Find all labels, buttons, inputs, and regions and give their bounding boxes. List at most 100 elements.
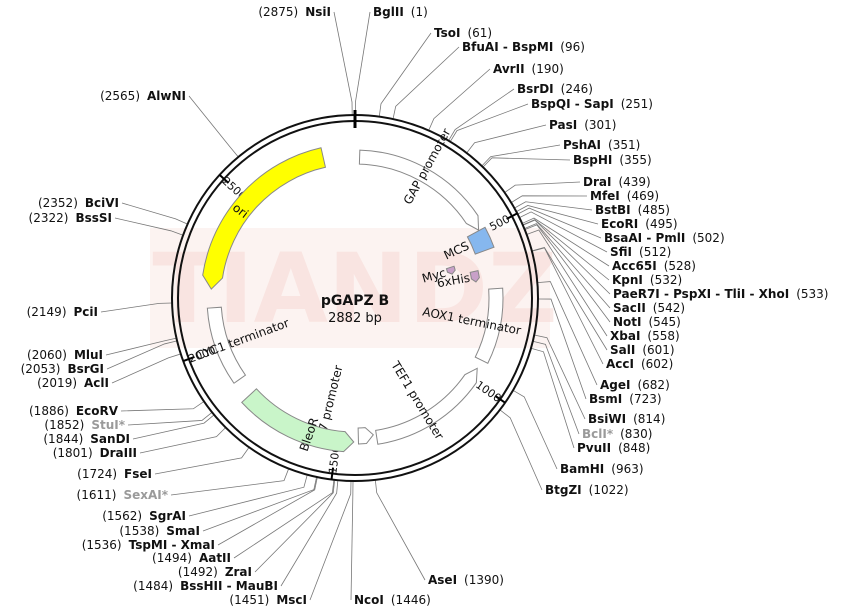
site-ncoi[interactable]: NcoI(1446) xyxy=(354,593,431,607)
site-name: SacII xyxy=(613,301,646,315)
site-mlui[interactable]: MluI(2060) xyxy=(27,348,103,362)
site-stui[interactable]: StuI*(1852) xyxy=(44,418,125,432)
site-zrai[interactable]: ZraI(1492) xyxy=(178,565,252,579)
site-bstbi[interactable]: BstBI(485) xyxy=(595,203,670,217)
site-sgrai[interactable]: SgrAI(1562) xyxy=(102,509,186,523)
site-pvuii[interactable]: PvuII(848) xyxy=(577,441,650,455)
site-bsrdi[interactable]: BsrDI(246) xyxy=(517,82,593,96)
site-tspmi-xmai[interactable]: TspMI - XmaI(1536) xyxy=(82,538,215,552)
site-position: (190) xyxy=(532,62,564,76)
site-name: PaeR7I - PspXI - TliI - XhoI xyxy=(613,287,789,301)
site-name: DraI xyxy=(583,175,611,189)
site-name: TspMI - XmaI xyxy=(129,538,215,552)
site-position: (61) xyxy=(467,26,492,40)
site-name: AccI xyxy=(606,357,634,371)
leader-line xyxy=(510,195,588,203)
site-sacii[interactable]: SacII(542) xyxy=(613,301,685,315)
site-position: (1538) xyxy=(119,524,159,538)
site-msci[interactable]: MscI(1451) xyxy=(229,593,307,607)
leader-line xyxy=(517,207,602,239)
leader-line xyxy=(233,479,335,559)
site-aatii[interactable]: AatII(1494) xyxy=(152,551,231,565)
site-pshai[interactable]: PshAI(351) xyxy=(563,138,640,152)
site-name: BspHI xyxy=(573,153,612,167)
site-bcli[interactable]: BclI*(830) xyxy=(582,427,652,441)
site-bsphi[interactable]: BspHI(355) xyxy=(573,153,652,167)
site-sali[interactable]: SalI(601) xyxy=(610,343,675,357)
feature-6xhis xyxy=(469,270,480,283)
tick-2500 xyxy=(218,174,230,184)
site-bsrgi[interactable]: BsrGI(2053) xyxy=(21,362,104,376)
site-avrii[interactable]: AvrII(190) xyxy=(493,62,564,76)
site-tsoi[interactable]: TsoI(61) xyxy=(434,26,492,40)
site-ecorv[interactable]: EcoRV(1886) xyxy=(29,404,119,418)
leader-line xyxy=(333,11,353,116)
site-noti[interactable]: NotI(545) xyxy=(613,315,681,329)
site-bfuai-bspmi[interactable]: BfuAI - BspMI(96) xyxy=(462,40,585,54)
leader-line xyxy=(350,480,354,601)
site-sandi[interactable]: SanDI(1844) xyxy=(43,432,130,446)
leader-line xyxy=(521,217,610,267)
site-bamhi[interactable]: BamHI(963) xyxy=(560,462,644,476)
feature-label-myc: Myc xyxy=(420,266,447,286)
site-bglii[interactable]: BglII(1) xyxy=(373,5,428,19)
site-name: StuI* xyxy=(91,418,125,432)
leader-line xyxy=(537,298,587,400)
leader-line xyxy=(522,219,611,295)
leader-line xyxy=(120,401,205,412)
site-pcii[interactable]: PciI(2149) xyxy=(27,305,98,319)
site-drai[interactable]: DraI(439) xyxy=(583,175,651,189)
leader-line xyxy=(524,224,611,323)
site-position: (301) xyxy=(584,118,616,132)
site-paer7i-pspxi-tlii-xhoi[interactable]: PaeR7I - PspXI - TliI - XhoI(533) xyxy=(613,287,828,301)
site-name: SgrAI xyxy=(149,509,186,523)
leader-line xyxy=(105,337,177,356)
site-acli[interactable]: AclI(2019) xyxy=(37,376,109,390)
leader-line xyxy=(514,201,593,211)
site-btgzi[interactable]: BtgZI(1022) xyxy=(545,483,629,497)
site-xbai[interactable]: XbaI(558) xyxy=(610,329,680,343)
site-bspqi-sapi[interactable]: BspQI - SapI(251) xyxy=(531,97,653,111)
site-asei[interactable]: AseI(1390) xyxy=(428,573,504,587)
site-fsei[interactable]: FseI(1724) xyxy=(77,467,152,481)
site-acci[interactable]: AccI(602) xyxy=(606,357,673,371)
site-bsmi[interactable]: BsmI(723) xyxy=(589,392,662,406)
leader-line xyxy=(524,223,611,309)
site-position: (1886) xyxy=(29,404,69,418)
site-ecori[interactable]: EcoRI(495) xyxy=(601,217,678,231)
site-bsiwi[interactable]: BsiWI(814) xyxy=(588,412,665,426)
leader-line xyxy=(392,46,460,120)
leader-line xyxy=(139,427,226,454)
site-position: (96) xyxy=(560,40,585,54)
site-position: (601) xyxy=(642,343,674,357)
site-position: (495) xyxy=(645,217,677,231)
site-draiii[interactable]: DraIII(1801) xyxy=(53,446,137,460)
site-alwni[interactable]: AlwNI(2565) xyxy=(100,89,186,103)
leader-line xyxy=(482,157,571,168)
site-name: BtgZI xyxy=(545,483,582,497)
site-name: SanDI xyxy=(90,432,130,446)
tick-500 xyxy=(506,212,518,220)
site-bsshii-maubi[interactable]: BssHII - MauBI(1484) xyxy=(133,579,278,593)
site-nsii[interactable]: NsiI(2875) xyxy=(258,5,331,19)
site-position: (1451) xyxy=(229,593,269,607)
site-sexai[interactable]: SexAI*(1611) xyxy=(77,488,169,502)
site-smai[interactable]: SmaI(1538) xyxy=(119,524,200,538)
site-bsaai-pmli[interactable]: BsaAI - PmlI(502) xyxy=(604,231,725,245)
site-mfei[interactable]: MfeI(469) xyxy=(590,189,659,203)
leader-line xyxy=(534,334,586,420)
site-agei[interactable]: AgeI(682) xyxy=(600,378,670,392)
site-position: (246) xyxy=(561,82,593,96)
site-name: AlwNI xyxy=(147,89,186,103)
site-acc65i[interactable]: Acc65I(528) xyxy=(612,259,696,273)
site-sfii[interactable]: SfiI(512) xyxy=(610,245,671,259)
site-bsssi[interactable]: BssSI(2322) xyxy=(29,211,112,225)
site-kpni[interactable]: KpnI(532) xyxy=(612,273,682,287)
site-pasi[interactable]: PasI(301) xyxy=(549,118,616,132)
site-name: MfeI xyxy=(590,189,620,203)
site-position: (545) xyxy=(649,315,681,329)
site-bcivi[interactable]: BciVI(2352) xyxy=(38,196,119,210)
site-position: (963) xyxy=(611,462,643,476)
site-name: BstBI xyxy=(595,203,631,217)
